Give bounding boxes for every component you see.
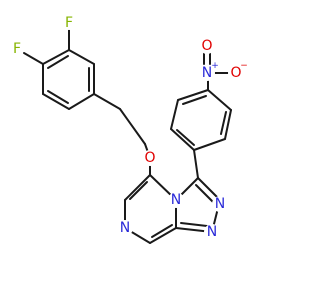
atom-symbol: N bbox=[120, 220, 130, 236]
bond bbox=[68, 93, 95, 110]
bond bbox=[93, 93, 121, 110]
bond bbox=[182, 95, 207, 105]
bond bbox=[170, 128, 195, 151]
structure-canvas: F F O N + O O − N N bbox=[10, 15, 248, 244]
charge-label: + bbox=[211, 61, 219, 71]
bond bbox=[197, 177, 221, 201]
bond bbox=[47, 90, 69, 104]
bond bbox=[193, 138, 226, 151]
bond bbox=[170, 99, 179, 130]
atom-O-nitro-top: O bbox=[199, 38, 215, 54]
atom-backdrop bbox=[199, 65, 215, 81]
atom-backdrop bbox=[142, 150, 158, 166]
atom-labels: F F O N + O O − N N bbox=[10, 15, 248, 240]
atom-backdrop bbox=[204, 224, 220, 240]
bond bbox=[42, 49, 70, 65]
atom-symbol: O bbox=[230, 65, 241, 81]
bond bbox=[124, 174, 151, 201]
atom-symbol: F bbox=[65, 15, 73, 31]
bond bbox=[119, 108, 146, 145]
bonds bbox=[23, 28, 232, 244]
atom-N-triazole-a: N bbox=[212, 196, 228, 212]
atom-symbol: N bbox=[202, 65, 212, 81]
bond bbox=[149, 227, 177, 244]
bond bbox=[23, 52, 44, 65]
bond bbox=[129, 181, 148, 200]
atom-backdrop bbox=[62, 16, 76, 30]
bond bbox=[47, 55, 69, 69]
atom-symbol: N bbox=[215, 196, 225, 212]
atom-F-left: F bbox=[10, 41, 24, 57]
bond bbox=[207, 89, 232, 111]
atom-N-pyrazine: N bbox=[117, 220, 133, 236]
atom-symbol: F bbox=[13, 41, 21, 57]
bond bbox=[42, 93, 70, 110]
molecule-structure: F F O N + O O − N N bbox=[10, 15, 248, 244]
charge-label: − bbox=[240, 61, 248, 71]
atom-backdrop bbox=[228, 65, 244, 81]
atom-O-ether: O bbox=[142, 150, 158, 166]
bond bbox=[195, 184, 215, 204]
atom-backdrop bbox=[199, 38, 215, 54]
bond bbox=[177, 89, 209, 101]
bond bbox=[220, 111, 227, 135]
atom-N-bridge: N bbox=[168, 192, 184, 208]
atom-backdrop bbox=[212, 196, 228, 212]
atom-backdrop bbox=[10, 42, 24, 56]
atom-N-nitro: N + bbox=[199, 61, 219, 81]
atom-O-nitro-right: O − bbox=[228, 61, 248, 81]
bond bbox=[224, 109, 232, 140]
atom-symbol: N bbox=[171, 192, 181, 208]
atom-F-upper: F bbox=[62, 15, 76, 31]
bond bbox=[151, 224, 173, 238]
atom-symbol: O bbox=[201, 38, 212, 54]
bond bbox=[193, 149, 199, 179]
bond bbox=[180, 222, 208, 227]
atom-backdrop bbox=[117, 220, 133, 236]
bond bbox=[68, 49, 95, 65]
bond bbox=[176, 129, 195, 146]
atom-backdrop bbox=[168, 192, 184, 208]
atom-symbol: N bbox=[207, 224, 217, 240]
atom-symbol: O bbox=[144, 150, 155, 166]
atom-N-triazole-b: N bbox=[204, 224, 220, 240]
